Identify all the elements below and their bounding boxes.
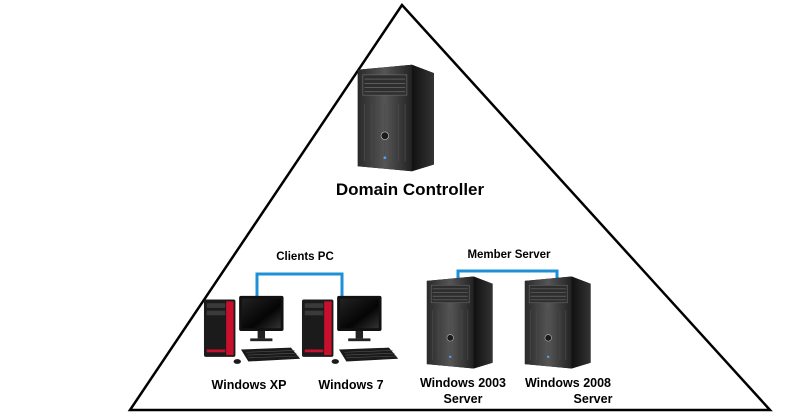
windows-2003-label-line2: Server bbox=[444, 392, 483, 406]
windows-2008-label-line2: Server bbox=[574, 392, 613, 406]
triangle-outline bbox=[127, 2, 773, 412]
windows-2008-server-icon bbox=[524, 276, 592, 369]
domain-controller-label: Domain Controller bbox=[336, 180, 485, 199]
member-server-label: Member Server bbox=[467, 249, 551, 261]
windows-xp-desktop-icon bbox=[203, 295, 301, 365]
clients-pc-label: Clients PC bbox=[276, 251, 334, 263]
clients-connector bbox=[255, 272, 344, 298]
windows-xp-label: Windows XP bbox=[212, 378, 287, 392]
windows-2003-server-icon bbox=[426, 276, 494, 369]
domain-controller-server-icon bbox=[357, 64, 435, 172]
windows-2003-label-line1: Windows 2003 bbox=[420, 376, 506, 390]
windows-7-label: Windows 7 bbox=[318, 378, 383, 392]
windows-2008-label-line1: Windows 2008 bbox=[525, 376, 611, 390]
windows-7-desktop-icon bbox=[301, 295, 399, 365]
